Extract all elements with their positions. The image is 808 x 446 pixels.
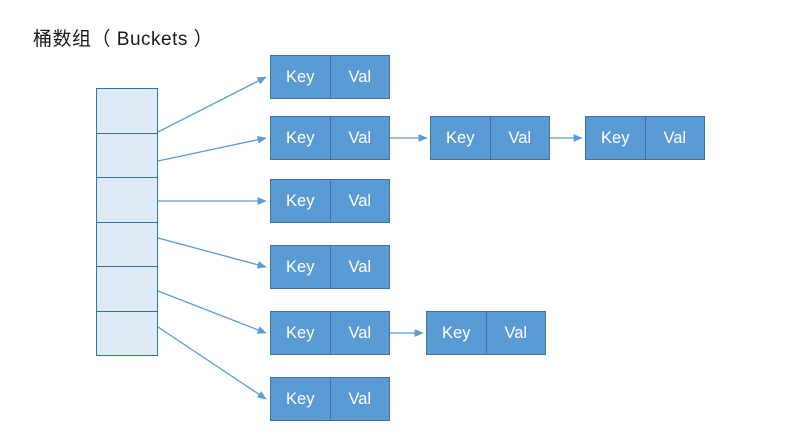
node-value-label: Val: [645, 117, 704, 159]
node-value-label: Val: [490, 117, 549, 159]
node-key-label: Key: [271, 378, 331, 420]
connector-bucket-4: [157, 290, 267, 334]
connector-bucket-5: [157, 326, 267, 400]
bucket-cell-2[interactable]: [97, 178, 157, 223]
node-bucket-2-item-0[interactable]: Key Val: [270, 179, 390, 223]
bucket-cell-5[interactable]: [97, 311, 157, 355]
node-key-label: Key: [431, 117, 491, 159]
node-bucket-1-item-2[interactable]: Key Val: [585, 116, 705, 160]
node-bucket-1-item-0[interactable]: Key Val: [270, 116, 390, 160]
connector-bucket-0: [157, 76, 267, 133]
node-bucket-4-item-0[interactable]: Key Val: [270, 311, 390, 355]
node-key-label: Key: [586, 117, 646, 159]
node-value-label: Val: [330, 312, 389, 354]
connector-bucket-1: [157, 135, 267, 162]
node-bucket-3-item-0[interactable]: Key Val: [270, 245, 390, 289]
bucket-cell-0[interactable]: [97, 89, 157, 134]
connector-bucket-3: [157, 237, 267, 269]
node-bucket-5-item-0[interactable]: Key Val: [270, 377, 390, 421]
node-key-label: Key: [271, 312, 331, 354]
bucket-array: [96, 88, 158, 356]
node-key-label: Key: [427, 312, 487, 354]
node-key-label: Key: [271, 180, 331, 222]
node-value-label: Val: [330, 246, 389, 288]
node-value-label: Val: [330, 117, 389, 159]
node-key-label: Key: [271, 246, 331, 288]
bucket-cell-1[interactable]: [97, 133, 157, 178]
node-bucket-4-item-1[interactable]: Key Val: [426, 311, 546, 355]
diagram-title: 桶数组（ Buckets ）: [33, 29, 214, 50]
node-bucket-0-item-0[interactable]: Key Val: [270, 55, 390, 99]
node-key-label: Key: [271, 56, 331, 98]
node-value-label: Val: [330, 378, 389, 420]
node-value-label: Val: [330, 56, 389, 98]
bucket-cell-3[interactable]: [97, 222, 157, 267]
bucket-cell-4[interactable]: [97, 267, 157, 312]
node-value-label: Val: [486, 312, 545, 354]
node-key-label: Key: [271, 117, 331, 159]
node-value-label: Val: [330, 180, 389, 222]
node-bucket-1-item-1[interactable]: Key Val: [430, 116, 550, 160]
